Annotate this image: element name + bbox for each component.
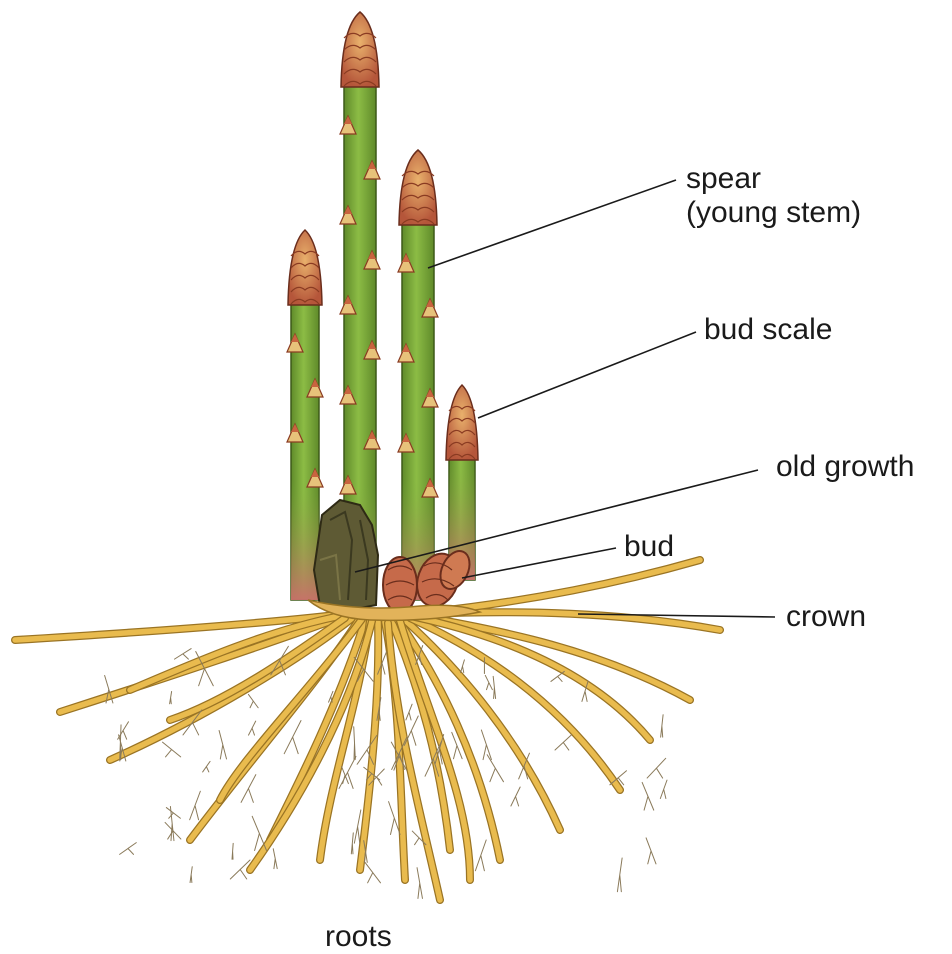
rootlet xyxy=(661,715,663,737)
leader-line-bud-scale xyxy=(478,332,696,418)
rootlet xyxy=(166,808,180,819)
rootlet xyxy=(642,782,654,810)
leader-line-spear xyxy=(428,180,676,268)
rootlet xyxy=(417,868,422,899)
spears-illustration xyxy=(287,12,478,605)
label-spear-line2: (young stem) xyxy=(686,196,861,230)
rootlet xyxy=(284,721,301,754)
label-crown: crown xyxy=(786,600,866,634)
rootlet xyxy=(647,758,666,778)
rootlet xyxy=(120,843,137,855)
rootlet xyxy=(406,704,412,720)
rootlet xyxy=(485,675,492,689)
rootlet xyxy=(232,843,233,859)
spear-tip xyxy=(288,230,322,305)
rootlet xyxy=(475,840,486,871)
rootlet xyxy=(646,838,656,864)
rootlet xyxy=(493,676,495,698)
rootlet xyxy=(551,671,564,681)
spear xyxy=(398,150,438,600)
rootlet xyxy=(120,725,121,760)
rootlet xyxy=(329,691,333,702)
label-roots: roots xyxy=(325,920,392,954)
rootlet xyxy=(273,849,277,869)
spear-tip xyxy=(446,385,478,460)
rootlet xyxy=(365,862,380,882)
rootlet xyxy=(203,761,210,772)
spear-base xyxy=(291,480,319,600)
rootlet xyxy=(162,742,180,757)
label-bud: bud xyxy=(624,530,674,564)
rootlet xyxy=(660,780,667,798)
label-old-growth: old growth xyxy=(776,450,914,484)
leader-line-bud xyxy=(462,548,616,578)
rootlet xyxy=(249,721,256,735)
rootlet xyxy=(461,660,465,673)
rootlet xyxy=(351,833,353,854)
rootlet xyxy=(241,775,256,803)
rootlet xyxy=(170,691,172,703)
rootlet xyxy=(354,727,356,760)
rootlet xyxy=(617,858,622,892)
spear-tip xyxy=(341,12,379,87)
label-spear: spear (young stem) xyxy=(686,162,861,230)
rootlet xyxy=(190,867,192,883)
rootlet xyxy=(190,791,201,819)
label-bud-scale: bud scale xyxy=(704,313,832,347)
spear-tip xyxy=(399,150,437,225)
label-spear-line1: spear xyxy=(686,162,861,196)
rootlet xyxy=(248,694,258,707)
rootlet xyxy=(555,735,572,750)
rootlet xyxy=(487,755,503,782)
rootlet xyxy=(511,787,520,806)
rootlet xyxy=(481,730,491,760)
rootlet xyxy=(118,722,129,739)
rootlet xyxy=(219,731,226,759)
rootlet xyxy=(174,649,191,660)
rootlet xyxy=(252,816,266,850)
